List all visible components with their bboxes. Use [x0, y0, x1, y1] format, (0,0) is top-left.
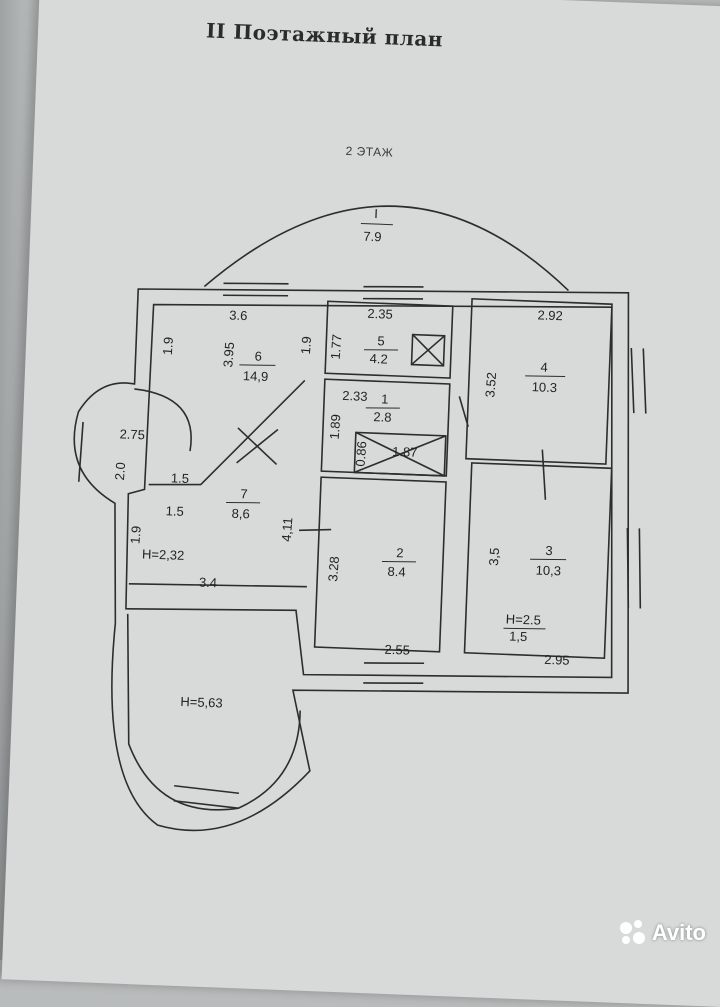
room-6-width: 3.6 — [229, 308, 248, 324]
hall-height: H=5,63 — [180, 694, 223, 711]
room-3-height-sub: 1,5 — [509, 628, 528, 644]
room-5-outline — [324, 300, 454, 379]
room-3-height: H=2.5 — [506, 611, 542, 627]
room-2-number: 2 — [396, 545, 404, 560]
shower-width: 1.87 — [392, 444, 418, 460]
room-4-side: 3.52 — [482, 372, 499, 398]
room-1-side: 1.89 — [327, 414, 344, 440]
room-6-side-left: 1.9 — [160, 336, 176, 355]
balcony-area: 7.9 — [363, 229, 382, 245]
room-4-area: 10.3 — [531, 379, 557, 395]
bay-width: 2.75 — [119, 426, 145, 442]
room-1-number: 1 — [381, 391, 389, 406]
room-3-side: 3,5 — [486, 547, 502, 566]
room-3-outline — [463, 462, 613, 659]
room-2-outline — [313, 476, 447, 653]
room-4-number: 4 — [540, 360, 548, 375]
shower-small-dim: 0.86 — [353, 441, 370, 467]
room-5-number: 5 — [377, 333, 385, 348]
avito-logo-icon — [619, 920, 646, 946]
room-5-area: 4.2 — [369, 351, 388, 367]
room-7-dim-b: 1.5 — [165, 503, 184, 519]
outer-wall — [73, 288, 630, 832]
bay-side: 2.0 — [112, 462, 128, 481]
room-7-number: 7 — [240, 486, 248, 501]
balcony-arc — [203, 205, 570, 292]
hall-curve — [126, 613, 301, 811]
room-5-side: 1.77 — [328, 334, 345, 360]
room-7-dim-a: 1.5 — [171, 470, 190, 486]
room-7-area: 8,6 — [231, 506, 250, 522]
room-7-side: 4,11 — [279, 517, 296, 542]
watermark-text: Avito — [651, 920, 706, 945]
room-2-bottom: 2.55 — [384, 642, 410, 658]
room-6-side-right: 1.9 — [298, 336, 314, 355]
room-6-number: 6 — [254, 349, 262, 364]
window-marks — [77, 282, 647, 810]
room-3-area: 10,3 — [535, 562, 561, 578]
room-5-width: 2.35 — [367, 306, 393, 322]
left-lower-height: H=2,32 — [142, 546, 185, 563]
room-6-depth: 3.95 — [220, 342, 237, 368]
left-lower-side: 1.9 — [127, 525, 143, 544]
room-6-divider — [148, 379, 306, 486]
room-5-fixture — [410, 333, 446, 367]
left-lower-width: 3.4 — [199, 575, 218, 591]
room-2-side: 3.28 — [325, 556, 342, 582]
room-3-number: 3 — [545, 543, 553, 558]
shower-outline — [353, 431, 447, 477]
room-1-area: 2.8 — [373, 409, 392, 425]
avito-watermark: Avito — [619, 920, 706, 946]
room-4-outline — [465, 297, 613, 465]
room-2-area: 8.4 — [387, 564, 406, 580]
balcony-number: I — [374, 206, 378, 221]
room-1-width: 2.33 — [342, 388, 368, 404]
bay-arc — [134, 388, 192, 452]
room-6-area: 14,9 — [243, 368, 269, 384]
inner-wall — [125, 303, 613, 679]
room-4-width: 2.92 — [537, 307, 563, 323]
room-3-bottom: 2.95 — [544, 652, 570, 668]
